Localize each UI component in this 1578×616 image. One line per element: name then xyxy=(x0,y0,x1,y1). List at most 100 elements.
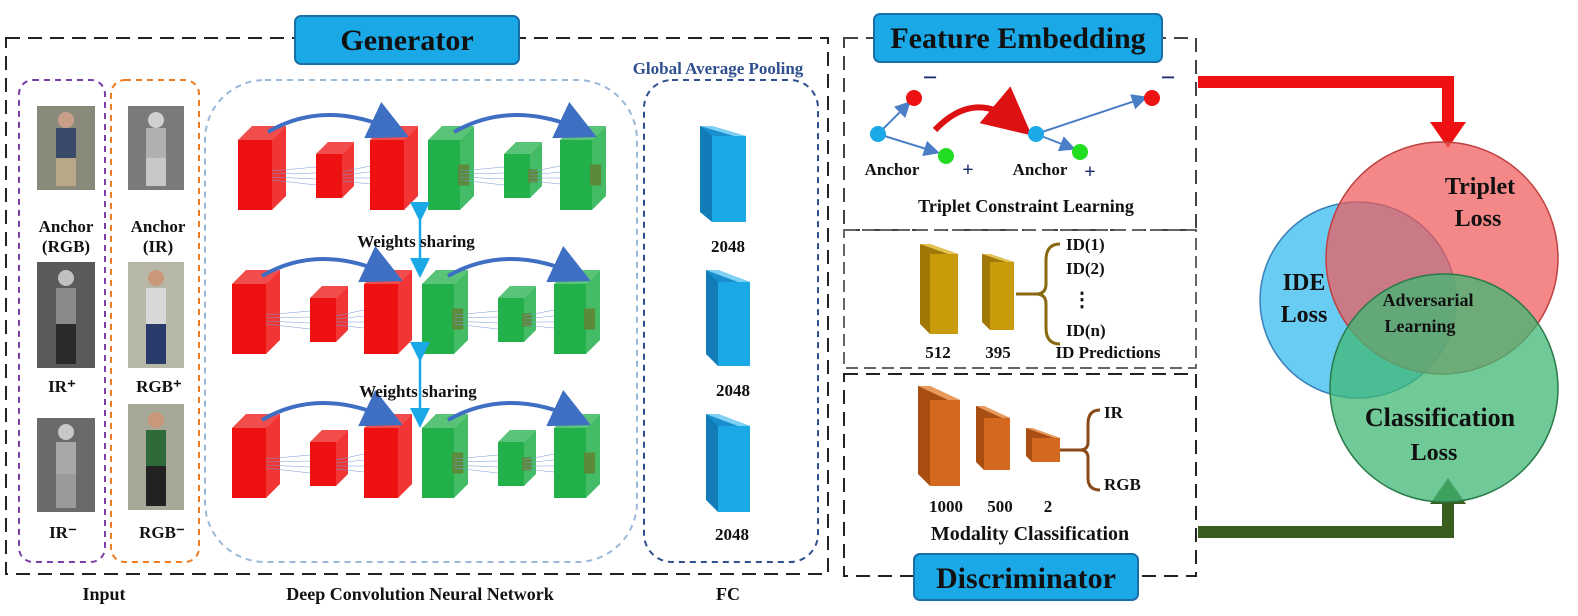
conv-connector xyxy=(453,323,499,330)
conv-red-large-2-3 xyxy=(364,270,412,354)
conv-red-large-3-1 xyxy=(232,414,280,498)
id-caption: ID Predictions xyxy=(1056,343,1161,362)
conv-connector xyxy=(271,176,317,180)
conv-connector xyxy=(265,454,311,460)
conv-connector xyxy=(265,464,311,468)
id-output-2: ID(2) xyxy=(1066,259,1105,278)
conv-connector xyxy=(341,180,371,185)
conv-green-large-3-6 xyxy=(554,414,600,498)
id-output-ellipsis: ⋮ xyxy=(1072,289,1092,311)
plus-left: + xyxy=(962,159,973,181)
id-brace xyxy=(1035,242,1061,346)
person-image-ir-pos xyxy=(37,262,95,368)
conv-connector xyxy=(335,459,365,464)
conv-connector xyxy=(453,460,499,463)
label-ir-pos: IR⁺ xyxy=(48,377,76,396)
fc-block-1 xyxy=(700,126,746,222)
conv-green-small-1-5 xyxy=(504,142,542,198)
conv-connector xyxy=(335,309,365,317)
label-rgb-neg: RGB⁻ xyxy=(139,523,185,542)
weights-sharing-label-2: Weights sharing xyxy=(359,382,477,401)
conv-connector xyxy=(453,454,499,460)
classification-label-1: Classification xyxy=(1365,403,1516,432)
disc-block-2 xyxy=(1026,428,1060,462)
gap-label: Global Average Pooling xyxy=(633,59,804,78)
id-block-512 xyxy=(920,244,958,334)
generator-box xyxy=(5,37,829,575)
triplet-label-1: Triplet xyxy=(1445,174,1515,200)
discriminator-box xyxy=(843,373,1197,577)
label-rgb-pos: RGB⁺ xyxy=(136,377,182,396)
triplet-label-2: Loss xyxy=(1455,206,1502,232)
anchor-point-right xyxy=(1028,126,1044,142)
conv-connector xyxy=(523,315,555,320)
conv-connector xyxy=(265,323,311,330)
id-output-n: ID(n) xyxy=(1066,321,1106,340)
negative-point-left xyxy=(906,90,922,106)
disc-output-rgb: RGB xyxy=(1104,475,1141,494)
conv-connector xyxy=(341,171,371,176)
triplet-transform-arrow xyxy=(932,86,1032,136)
dcnn-box xyxy=(204,79,638,563)
conv-connector xyxy=(523,324,555,329)
conv-connector xyxy=(459,172,505,175)
minus-right: − xyxy=(1161,63,1176,92)
classification-loss-circle xyxy=(1329,273,1559,503)
disc-size-1000: 1000 xyxy=(929,497,963,516)
conv-connector xyxy=(523,459,555,464)
anchor-label-left: Anchor xyxy=(865,160,920,179)
conv-connector xyxy=(335,468,365,473)
id-size-512: 512 xyxy=(925,343,951,362)
label-anchor-rgb-2: (RGB) xyxy=(42,237,90,256)
fc-size-1: 2048 xyxy=(711,237,745,256)
disc-block-500 xyxy=(976,406,1010,470)
conv-connector xyxy=(271,179,317,186)
adversarial-label-2: Learning xyxy=(1384,316,1455,336)
conv-connector xyxy=(335,315,365,320)
conv-connector xyxy=(529,171,561,176)
disc-brace xyxy=(1079,408,1101,492)
fc-size-3: 2048 xyxy=(715,525,749,544)
conv-connector xyxy=(459,176,505,180)
conv-connector xyxy=(265,467,311,474)
conv-green-large-2-6 xyxy=(554,270,600,354)
conv-connector xyxy=(529,180,561,185)
fc-block-3 xyxy=(706,414,750,512)
bottom-label-fc: FC xyxy=(716,584,740,604)
conv-connector xyxy=(523,309,555,317)
conv-connector xyxy=(523,468,555,473)
conv-green-large-3-4 xyxy=(422,414,468,498)
conv-connector xyxy=(335,453,365,461)
input-rgb-column xyxy=(18,79,106,563)
conv-connector xyxy=(529,165,561,173)
anchor-point-left xyxy=(870,126,886,142)
fc-size-2: 2048 xyxy=(716,381,750,400)
conv-red-large-1-3 xyxy=(370,126,418,210)
conv-connector xyxy=(523,453,555,461)
positive-point-right xyxy=(1072,144,1088,160)
conv-connector xyxy=(453,464,499,468)
conv-red-small-1-2 xyxy=(316,142,354,198)
disc-block-1000 xyxy=(918,386,960,486)
skip-connection-arrow xyxy=(447,389,591,427)
conv-red-large-1-1 xyxy=(238,126,286,210)
anchor-label-right: Anchor xyxy=(1013,160,1068,179)
triplet-caption: Triplet Constraint Learning xyxy=(918,196,1134,216)
person-image-ir-neg xyxy=(37,418,95,512)
input-ir-column xyxy=(110,79,200,563)
ide-label-1: IDE xyxy=(1283,270,1326,296)
skip-connection-arrow xyxy=(266,101,409,139)
conv-connector xyxy=(453,316,499,319)
conv-green-large-1-6 xyxy=(560,126,606,210)
label-ir-neg: IR⁻ xyxy=(49,523,77,542)
conv-green-large-2-4 xyxy=(422,270,468,354)
adversarial-label-1: Adversarial xyxy=(1383,290,1474,310)
person-image-rgb-pos xyxy=(128,262,184,368)
conv-connector xyxy=(265,310,311,316)
disc-size-2: 2 xyxy=(1044,497,1053,516)
red-arrow-to-triplet xyxy=(1198,76,1466,148)
svg-text:Discriminator: Discriminator xyxy=(936,562,1116,595)
conv-red-large-3-3 xyxy=(364,414,412,498)
id-size-395: 395 xyxy=(985,343,1011,362)
skip-connection-arrow xyxy=(453,101,597,139)
